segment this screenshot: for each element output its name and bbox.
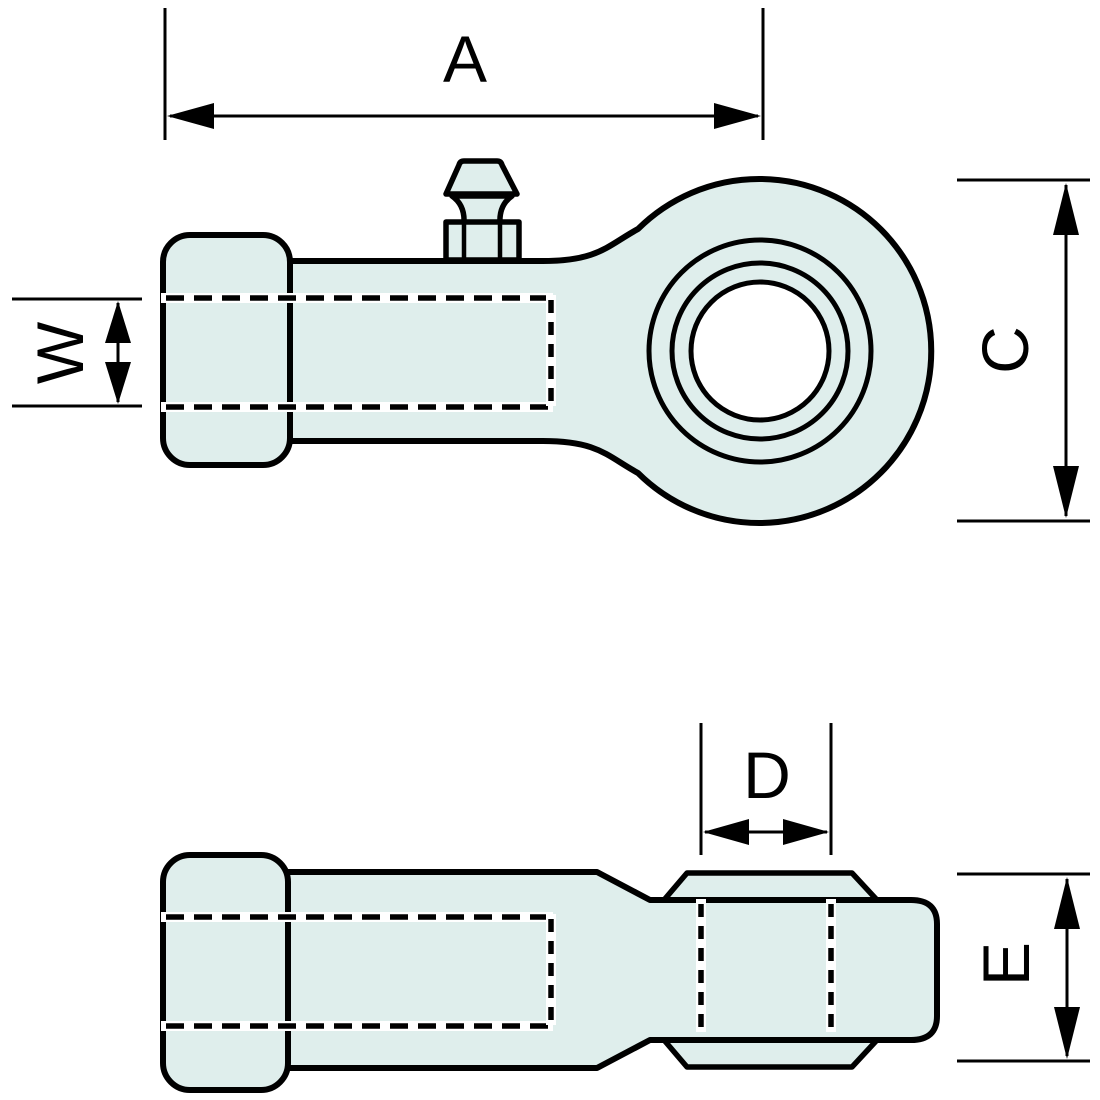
dim-d-label: D <box>743 738 791 812</box>
ball-dashed-edges <box>696 899 836 1041</box>
housing-chamfer-bottom <box>661 1037 880 1070</box>
dim-e-arrow-up <box>1054 877 1080 929</box>
dim-c-arrow-up <box>1053 183 1079 235</box>
top-view-body <box>279 869 940 1071</box>
bearing-race-outer-ring <box>646 237 874 465</box>
top-view <box>160 852 940 1093</box>
dimension-W: W <box>12 297 142 408</box>
dim-c-arrow-down <box>1053 466 1079 518</box>
bearing-bore <box>688 279 832 423</box>
dim-d-arrow-right <box>783 819 829 845</box>
dimension-D: D <box>699 723 833 855</box>
top-view-thread-end <box>160 852 291 1093</box>
grease-fitting <box>443 158 522 263</box>
dim-w-label: W <box>23 321 97 384</box>
side-view <box>160 158 935 526</box>
dim-e-label: E <box>969 942 1043 986</box>
grease-fitting-base <box>443 219 522 263</box>
dim-a-arrow-right <box>714 103 761 129</box>
bearing-ball-ring <box>669 260 851 442</box>
side-view-body <box>279 176 935 526</box>
dim-w-arrow-down <box>105 362 131 404</box>
grease-fitting-neck <box>449 193 515 226</box>
dim-a-arrow-left <box>167 103 214 129</box>
dimension-E: E <box>957 872 1090 1063</box>
dimension-C: C <box>957 178 1090 523</box>
side-view-thread-end <box>160 232 293 468</box>
dim-d-arrow-left <box>703 819 749 845</box>
side-view-thread-dashed-outline <box>161 293 556 412</box>
dim-e-arrow-down <box>1054 1007 1080 1059</box>
top-view-thread-dashed-outline <box>161 912 556 1031</box>
dim-a-label: A <box>443 22 487 96</box>
dimension-A: A <box>163 8 765 140</box>
housing-chamfer-top <box>661 870 880 903</box>
grease-fitting-cap <box>443 158 520 197</box>
dim-c-label: C <box>968 326 1042 374</box>
dim-w-arrow-up <box>105 301 131 343</box>
